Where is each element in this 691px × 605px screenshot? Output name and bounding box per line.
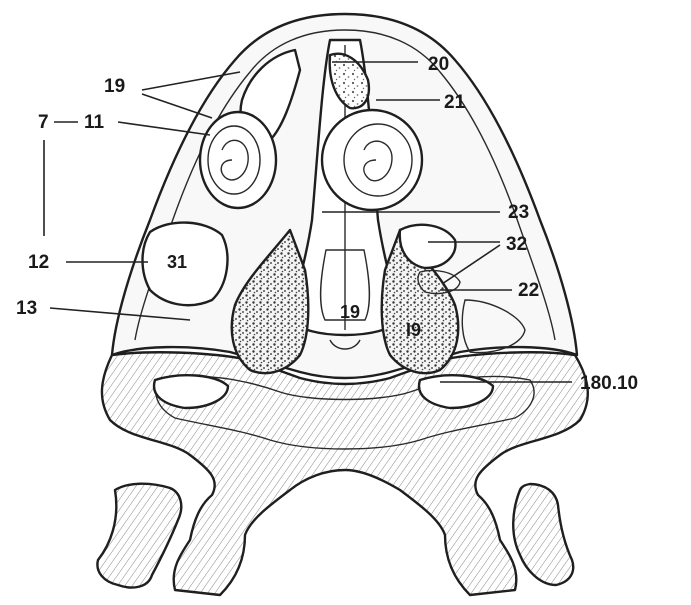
- label-23: 23: [508, 202, 529, 223]
- label-13: 13: [16, 298, 37, 319]
- label-19-top: 19: [104, 76, 125, 97]
- label-21: 21: [444, 92, 466, 113]
- label-180-10: 180.10: [580, 373, 638, 394]
- label-22: 22: [518, 280, 539, 301]
- label-20: 20: [428, 54, 449, 75]
- label-11: 11: [84, 112, 105, 133]
- label-19-left: 19: [340, 302, 360, 322]
- label-31: 31: [167, 252, 187, 272]
- left-quadrate-process: [97, 484, 181, 588]
- label-7: 7: [38, 112, 49, 133]
- right-quadrate-process: [513, 484, 573, 585]
- label-19-right: I9: [406, 320, 421, 340]
- label-32: 32: [506, 234, 527, 255]
- label-12: 12: [28, 252, 49, 273]
